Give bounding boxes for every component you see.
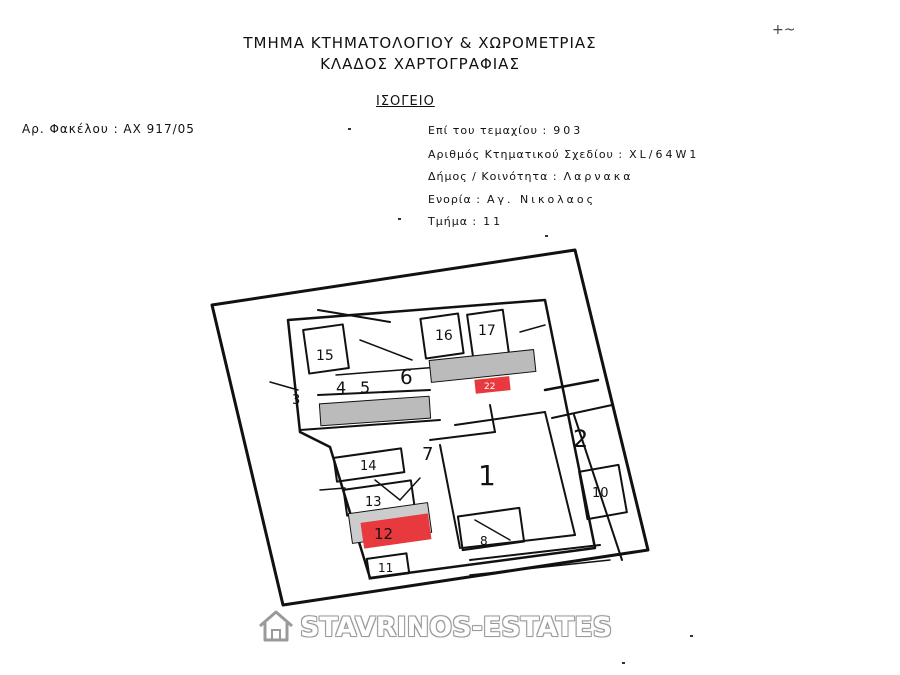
info-label: Ενορία : — [428, 193, 481, 206]
unit-label: 16 — [435, 328, 453, 344]
info-label: Τμήμα : — [428, 215, 478, 228]
unit-label: 6 — [400, 365, 413, 389]
corner-mark: +~ — [772, 22, 796, 38]
info-value: Αγ. Νικολαος — [486, 193, 597, 206]
speck — [348, 128, 351, 130]
unit-label: 15 — [316, 348, 334, 364]
unit-label: 11 — [378, 561, 393, 575]
unit-label: 1 — [478, 459, 496, 492]
info-row-plot: Επί του τεμαχίου : 903 — [428, 124, 583, 137]
plot-boundary — [210, 248, 650, 607]
info-value: 11 — [483, 215, 504, 228]
floor-title: ΙΣΟΓΕΙΟ — [376, 94, 435, 109]
watermark: STAVRINOS-ESTATES — [300, 612, 613, 643]
info-label: Αριθμός Κτηματικού Σχεδίου : — [428, 148, 624, 161]
speck — [622, 662, 625, 664]
info-value: 903 — [553, 124, 584, 137]
unit-label: 3 — [292, 393, 300, 408]
info-value: XL/64W1 — [629, 148, 700, 161]
speck — [545, 235, 548, 237]
highlight-box — [360, 513, 432, 549]
info-row-parish: Ενορία : Αγ. Νικολαος — [428, 193, 596, 206]
unit-label: 2 — [573, 425, 588, 453]
house-icon — [259, 610, 293, 642]
header-line-1: ΤΜΗΜΑ ΚΤΗΜΑΤΟΛΟΓΙΟΥ & ΧΩΡΟΜΕΤΡΙΑΣ — [243, 34, 597, 52]
speck — [398, 218, 401, 220]
info-row-municipality: Δήμος / Κοινότητα : Λαρνακα — [428, 170, 633, 183]
unit-label: 5 — [360, 378, 370, 397]
info-value: Λαρνακα — [563, 170, 634, 183]
unit-label: 10 — [592, 486, 609, 501]
speck — [690, 635, 693, 637]
unit-label: 4 — [336, 378, 346, 397]
unit-label: 14 — [360, 459, 377, 474]
header-line-2: ΚΛΑΔΟΣ ΧΑΡΤΟΓΡΑΦΙΑΣ — [320, 55, 520, 73]
file-number: Αρ. Φακέλου : ΑΧ 917/05 — [22, 122, 195, 136]
unit-label: 7 — [422, 444, 433, 465]
highlight-box — [474, 376, 511, 394]
unit-label: 13 — [365, 495, 382, 510]
unit-label: 17 — [478, 323, 496, 339]
info-label: Δήμος / Κοινότητα : — [428, 170, 558, 183]
info-row-sheet: Αριθμός Κτηματικού Σχεδίου : XL/64W1 — [428, 148, 699, 161]
highlight-label: 22 — [484, 382, 495, 392]
unit-label: 8 — [480, 534, 488, 548]
info-row-section: Τμήμα : 11 — [428, 215, 503, 228]
info-label: Επί του τεμαχίου : — [428, 124, 548, 137]
highlight-label: 12 — [374, 525, 393, 543]
